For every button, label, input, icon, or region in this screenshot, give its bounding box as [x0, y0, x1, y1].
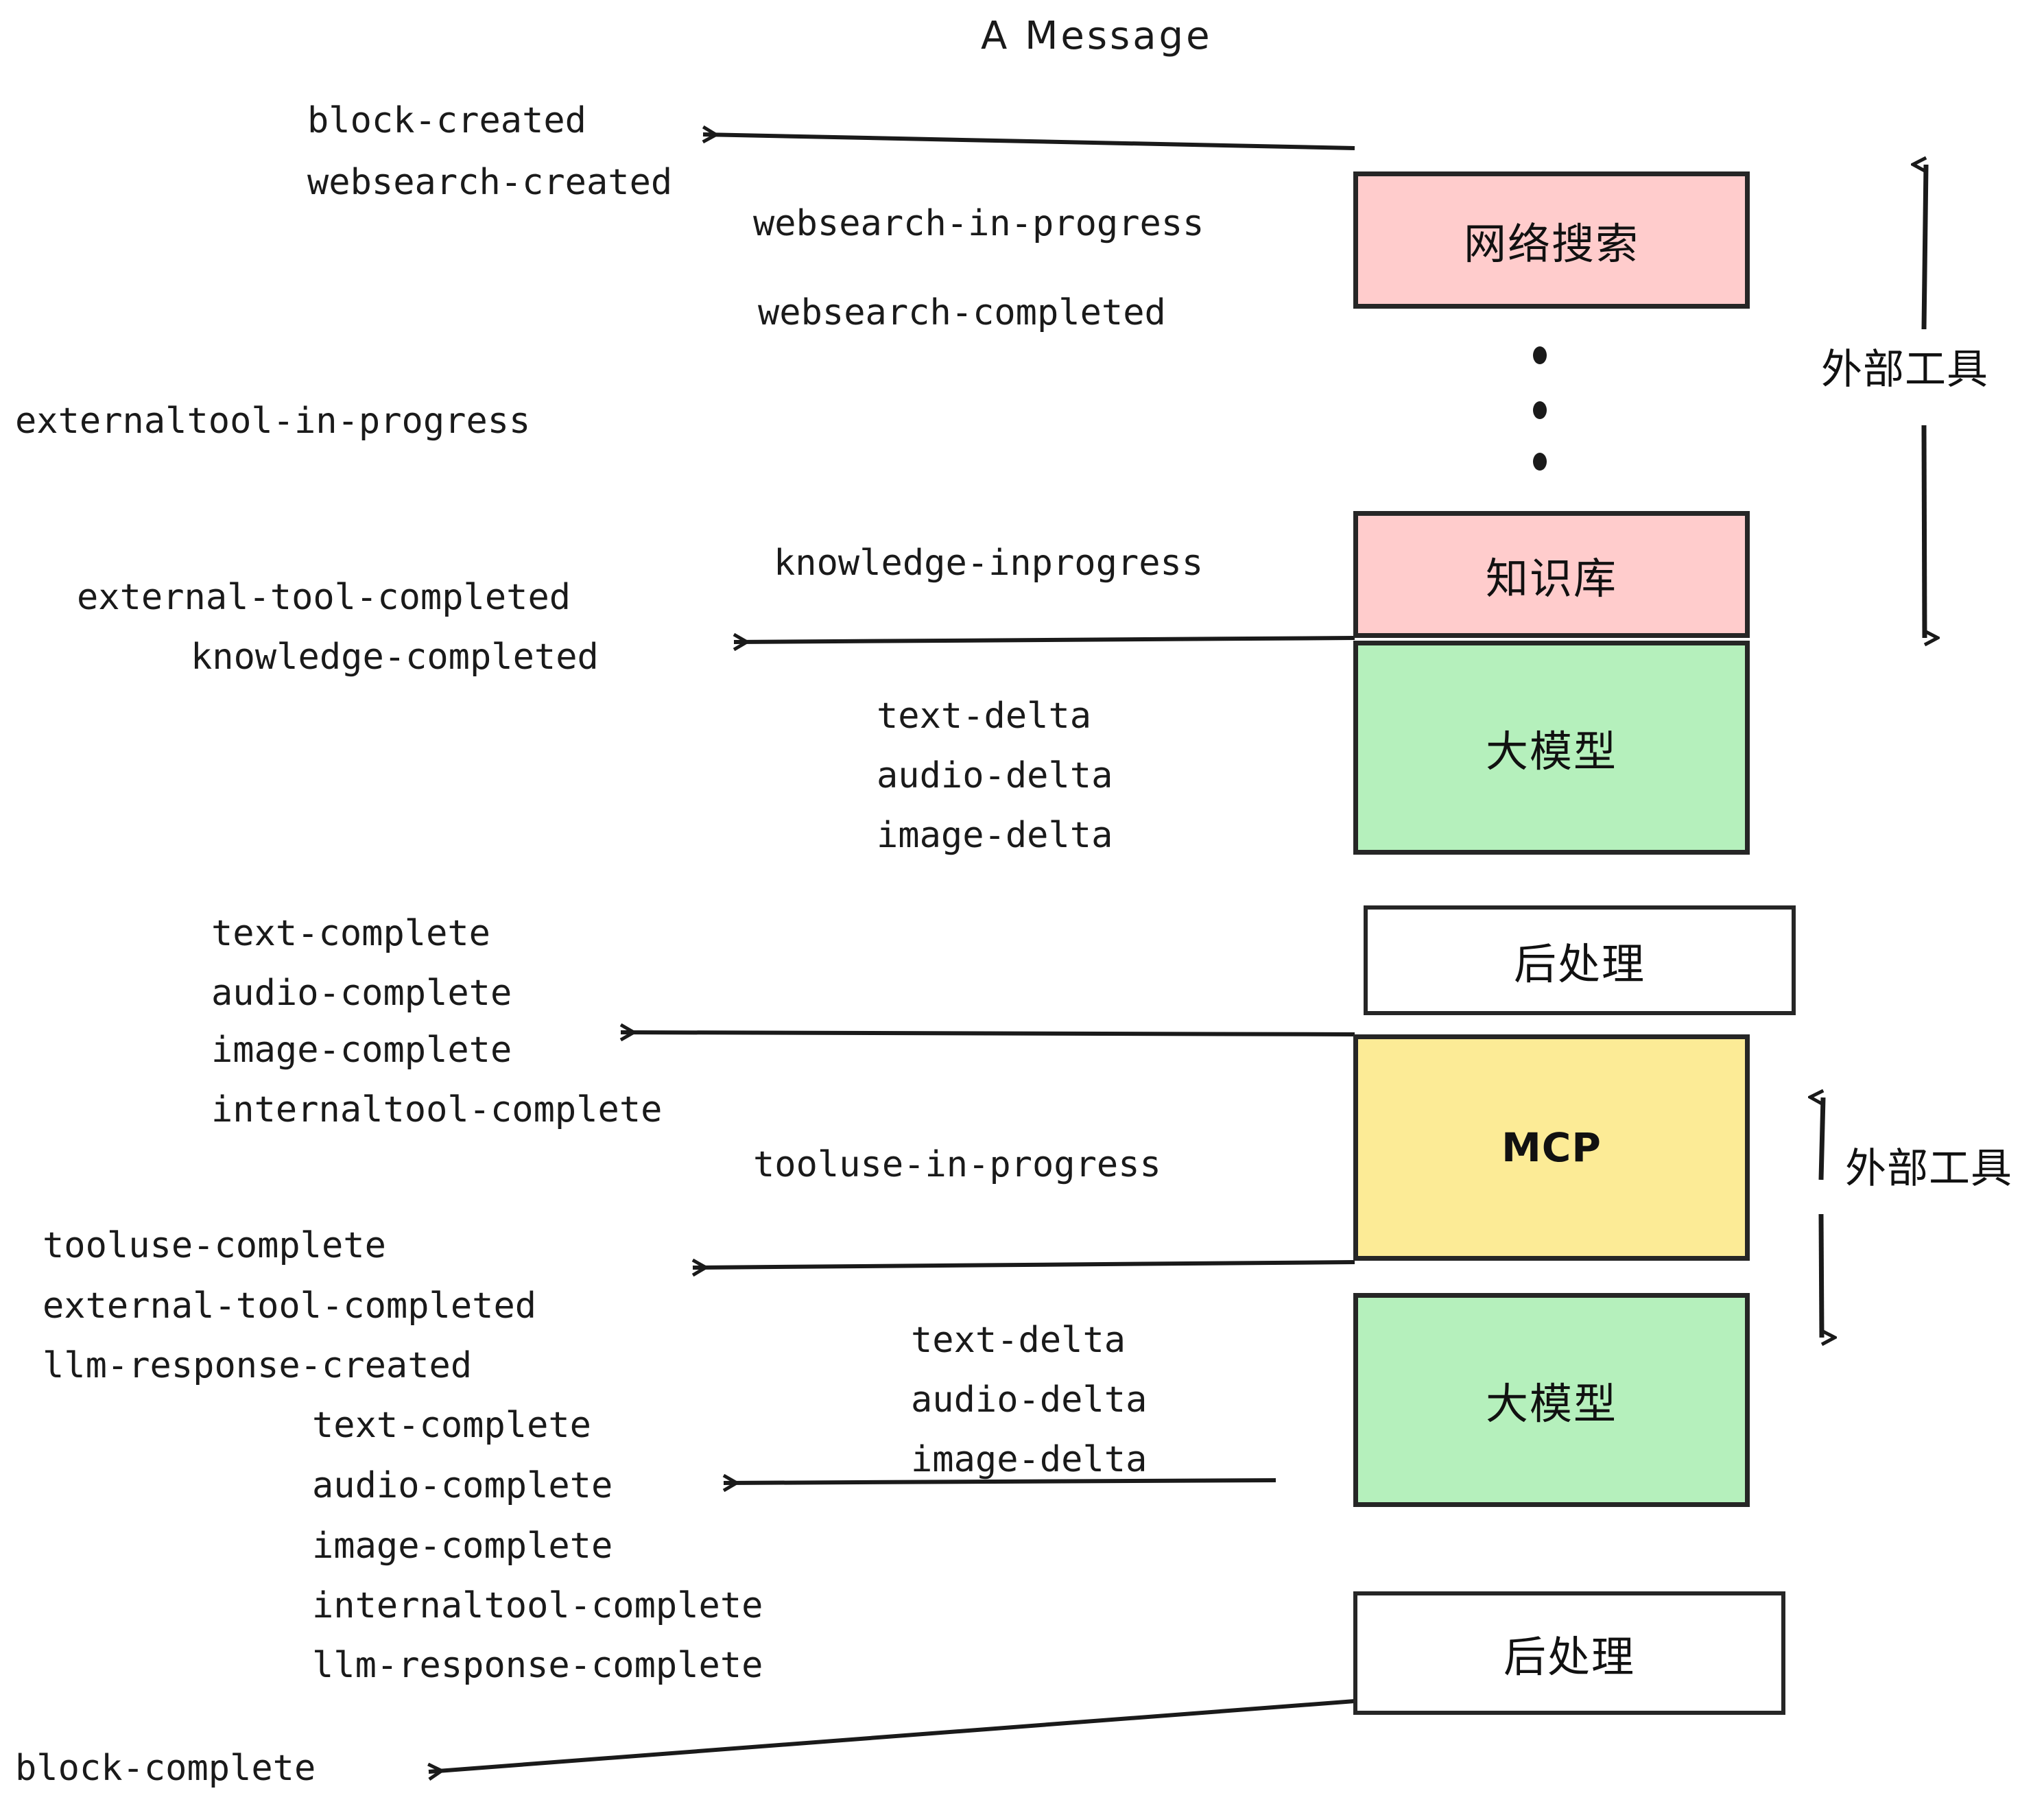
- box-websearch-label: 网络搜索: [1463, 219, 1639, 269]
- box-postprocess-2[interactable]: 后处理: [1353, 1591, 1785, 1715]
- event-text-complete-2: text-complete: [312, 1405, 591, 1446]
- box-llm-first[interactable]: 大模型: [1353, 641, 1750, 855]
- event-internaltool-complete-1: internaltool-complete: [211, 1089, 663, 1130]
- side-label-external-tools-bottom: 外部工具: [1845, 1145, 2012, 1193]
- event-text-delta-2: text-delta: [911, 1320, 1126, 1361]
- arrow-external-tools-top-up: [1924, 165, 1929, 330]
- event-audio-complete-2: audio-complete: [312, 1465, 613, 1506]
- arrow-websearch-to-block-created: [703, 134, 1355, 150]
- event-external-tool-completed-1: external-tool-completed: [77, 577, 571, 618]
- arrow-external-tools-bottom-up: [1821, 1097, 1826, 1180]
- arrow-postprocess2-to-block-complete: [429, 1699, 1355, 1772]
- arrow-llm2-to-audio-complete: [724, 1480, 1276, 1483]
- box-mcp[interactable]: MCP: [1353, 1034, 1750, 1261]
- box-websearch[interactable]: 网络搜索: [1353, 171, 1750, 309]
- event-audio-complete-1: audio-complete: [211, 973, 512, 1014]
- event-block-created: block-created: [307, 100, 586, 141]
- event-internaltool-complete-2: internaltool-complete: [312, 1585, 763, 1626]
- event-audio-delta-2: audio-delta: [911, 1379, 1148, 1421]
- event-llm-response-complete: llm-response-complete: [312, 1645, 763, 1686]
- event-websearch-completed: websearch-completed: [758, 292, 1166, 333]
- event-externaltool-in-progress: externaltool-in-progress: [15, 401, 531, 442]
- box-postprocess-2-label: 后处理: [1503, 1632, 1635, 1682]
- event-llm-response-created: llm-response-created: [43, 1345, 473, 1386]
- arrow-postprocess1-to-image-complete: [621, 1032, 1355, 1034]
- ellipsis-dot-3: [1533, 453, 1547, 471]
- side-label-external-tools-top: 外部工具: [1821, 346, 1988, 394]
- box-mcp-label: MCP: [1501, 1124, 1602, 1171]
- event-knowledge-completed: knowledge-completed: [191, 637, 599, 678]
- ellipsis-dot-1: [1533, 346, 1547, 364]
- event-block-complete: block-complete: [15, 1748, 316, 1789]
- event-websearch-created: websearch-created: [307, 162, 673, 203]
- event-image-complete-2: image-complete: [312, 1526, 613, 1567]
- event-audio-delta-1: audio-delta: [877, 755, 1113, 796]
- box-llm-second-label: 大模型: [1485, 1379, 1617, 1429]
- box-postprocess-1[interactable]: 后处理: [1364, 905, 1796, 1015]
- event-image-complete-1: image-complete: [211, 1030, 512, 1071]
- event-tooluse-in-progress: tooluse-in-progress: [753, 1144, 1161, 1185]
- box-postprocess-1-label: 后处理: [1513, 939, 1645, 989]
- box-llm-second[interactable]: 大模型: [1353, 1293, 1750, 1507]
- box-knowledge-label: 知识库: [1485, 553, 1617, 604]
- event-text-complete-1: text-complete: [211, 913, 490, 954]
- box-llm-first-label: 大模型: [1485, 726, 1617, 776]
- ellipsis-dot-2: [1533, 401, 1547, 419]
- arrow-external-tools-bottom-down: [1818, 1213, 1822, 1338]
- arrow-knowledge-to-completed: [734, 638, 1355, 642]
- event-websearch-in-progress: websearch-in-progress: [753, 203, 1204, 244]
- box-knowledge[interactable]: 知识库: [1353, 511, 1750, 638]
- event-knowledge-inprogress: knowledge-inprogress: [774, 543, 1204, 584]
- event-external-tool-completed-2: external-tool-completed: [43, 1285, 537, 1327]
- diagram-title: A Message: [981, 14, 1213, 58]
- event-image-delta-1: image-delta: [877, 815, 1113, 856]
- arrow-external-tools-top-down: [1921, 425, 1925, 638]
- event-image-delta-2: image-delta: [911, 1439, 1148, 1480]
- arrow-mcp-to-tooluse-complete: [693, 1262, 1355, 1268]
- event-text-delta-1: text-delta: [877, 696, 1092, 737]
- event-tooluse-complete: tooluse-complete: [43, 1225, 386, 1266]
